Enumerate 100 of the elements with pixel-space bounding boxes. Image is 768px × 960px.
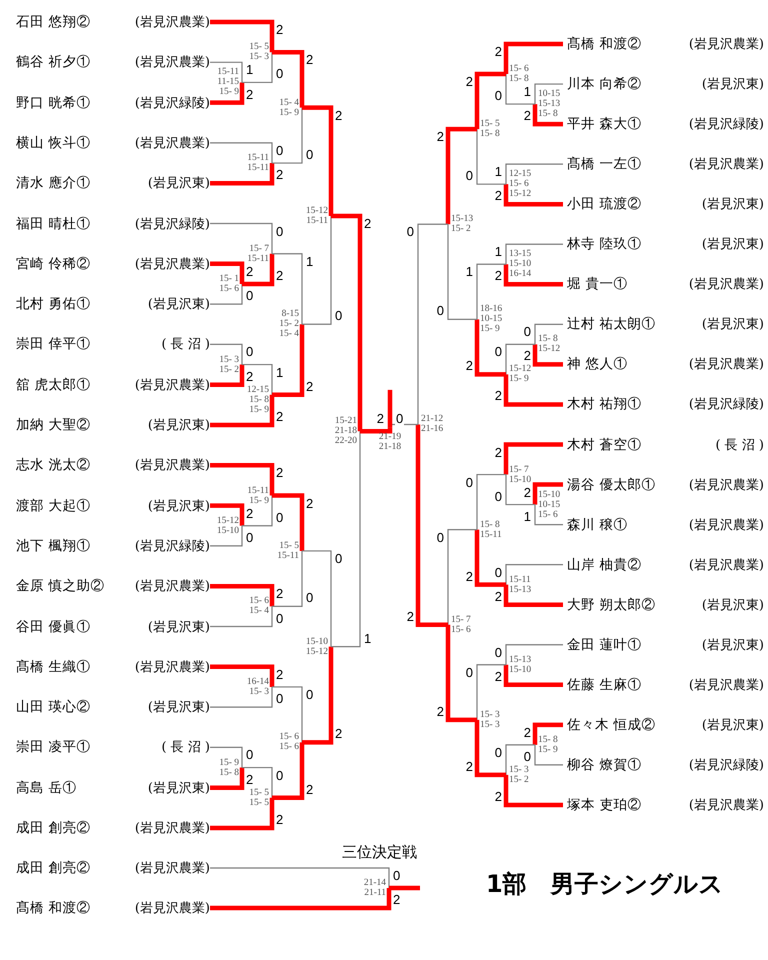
- score-label: 0: [522, 325, 532, 340]
- player-name: 崇田 凌平①: [16, 738, 92, 756]
- set-score: 15- 8: [218, 768, 239, 778]
- score-label: 2: [245, 264, 254, 279]
- score-label: 2: [275, 410, 284, 424]
- bracket-line: [272, 493, 304, 551]
- school-name: (岩見沢農業): [134, 256, 210, 273]
- set-score: 21-12: [421, 414, 444, 424]
- school-name: (岩見沢農業): [688, 356, 764, 374]
- score-label: 0: [334, 309, 344, 324]
- set-score: 15- 6: [509, 179, 530, 190]
- school-name: (岩見沢農業): [688, 516, 764, 534]
- bracket-line: [416, 424, 448, 627]
- score-label: 2: [305, 380, 314, 394]
- score-label: 0: [464, 666, 474, 680]
- bracket-line: [210, 222, 273, 254]
- player-name: 金原 慎之助②: [16, 577, 106, 596]
- bracket-line: [210, 82, 244, 105]
- set-score: 18-16: [480, 304, 504, 314]
- set-score: 15-21: [334, 416, 357, 426]
- set-score: 21-16: [421, 424, 444, 434]
- player-name: 石田 悠翔②: [16, 13, 92, 31]
- school-name: (岩見沢東): [146, 175, 210, 192]
- player-name: 志水 洸太②: [16, 456, 92, 474]
- school-name: (岩見沢農業): [134, 54, 210, 72]
- set-score: 15-13: [538, 99, 562, 110]
- set-score: 15- 4: [278, 329, 299, 340]
- bracket-line: [476, 664, 506, 720]
- set-score: 15- 7: [509, 464, 530, 475]
- bracket-line: [388, 390, 392, 428]
- bracket-line: [534, 504, 563, 526]
- set-score: 15-10: [304, 636, 328, 647]
- set-score: 15-12: [509, 364, 532, 374]
- score-label: 2: [275, 813, 284, 827]
- bracket-line: [210, 284, 243, 305]
- player-name: 木村 蒼空①: [567, 436, 642, 454]
- bracket-line: [476, 129, 506, 185]
- set-score: 15- 9: [248, 404, 269, 415]
- set-score: 15- 2: [278, 319, 299, 330]
- bracket-line: [210, 262, 244, 284]
- player-name: 加納 大聖②: [16, 416, 92, 434]
- bracket-line: [446, 624, 477, 722]
- set-score: 21-14: [362, 878, 386, 888]
- set-score: 15- 8: [480, 129, 501, 140]
- set-score: 15- 3: [248, 686, 269, 697]
- bracket-line: [505, 344, 535, 374]
- bracket-line: [210, 867, 390, 888]
- set-score: 15- 6: [451, 624, 472, 635]
- bracket-line: [302, 216, 332, 325]
- set-score: 15-10: [509, 664, 532, 675]
- score-label: 0: [275, 768, 284, 783]
- school-name: (岩見沢農業): [134, 457, 210, 474]
- player-name: 神 悠人①: [567, 355, 628, 374]
- score-label: 0: [464, 169, 474, 184]
- bracket-line: [272, 550, 303, 607]
- school-name: (岩見沢農業): [688, 796, 764, 814]
- school-name: (岩見沢東): [146, 417, 210, 434]
- bracket-line: [505, 164, 563, 184]
- bracket-line: [534, 83, 563, 104]
- set-score: 15- 2: [509, 774, 530, 785]
- bracket-line: [417, 224, 448, 424]
- bracket-line: [505, 74, 535, 105]
- bracket-line: [504, 264, 563, 287]
- player-name: 木村 祐翔①: [567, 395, 642, 414]
- player-name: 塚本 吏珀②: [567, 796, 642, 814]
- set-score: 10-15: [480, 314, 504, 324]
- set-score: 15-12: [538, 344, 562, 354]
- set-score: 15-13: [451, 214, 474, 224]
- bracket-line: [389, 886, 420, 890]
- score-label: 2: [494, 790, 503, 804]
- set-score: 15- 8: [480, 520, 501, 530]
- set-score: 15- 9: [480, 324, 501, 334]
- bracket-line: [504, 42, 563, 74]
- set-score: 16-14: [509, 269, 532, 280]
- bracket-line: [210, 768, 244, 790]
- set-score: 15-11: [246, 153, 269, 164]
- player-name: 辻村 祐太朗①: [567, 315, 656, 334]
- bracket-line: [210, 798, 274, 830]
- bracket-line: [210, 20, 274, 52]
- player-name: 成田 創亮②: [16, 819, 92, 837]
- score-label: 0: [494, 89, 503, 104]
- set-score: 12-15: [509, 169, 532, 180]
- section-heading: 三位決定戦: [342, 843, 417, 862]
- score-label: 0: [334, 552, 344, 566]
- bracket-line: [504, 184, 563, 206]
- player-name: 金田 蓮叶①: [567, 636, 642, 654]
- score-label: 2: [376, 412, 385, 426]
- score-label: 0: [494, 566, 503, 580]
- school-name: (岩見沢農業): [688, 36, 764, 53]
- score-label: 2: [522, 486, 532, 500]
- set-score: 15- 6: [278, 732, 299, 742]
- school-name: (岩見沢農業): [134, 900, 210, 917]
- player-name: 川本 向希②: [567, 75, 642, 94]
- bracket-line: [446, 126, 477, 224]
- score-label: 0: [494, 646, 503, 660]
- bracket-line: [447, 224, 477, 320]
- player-name: 北村 勇佑①: [16, 295, 92, 314]
- score-label: 0: [275, 612, 284, 626]
- set-score: 22-20: [334, 436, 357, 446]
- player-name: 高島 岳①: [16, 778, 78, 797]
